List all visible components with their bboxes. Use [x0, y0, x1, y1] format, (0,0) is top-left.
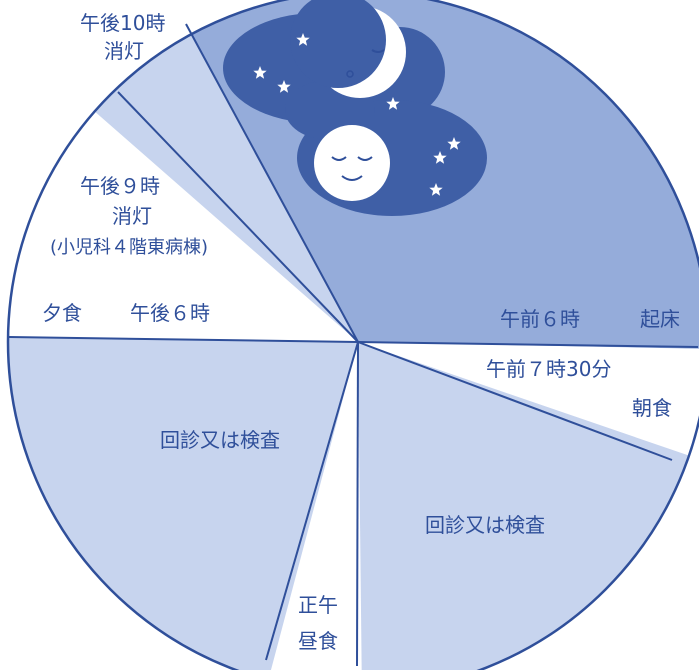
lights-out-10pm-label: 消灯: [104, 39, 144, 63]
sector-6pm-9pm-white: [8, 0, 358, 342]
wake-label: 起床: [640, 307, 680, 331]
star-icon: [253, 66, 267, 79]
star-icon: [296, 33, 310, 46]
breakfast-time: 午前７時30分: [486, 357, 611, 381]
clock-outline-circle: [6, 0, 699, 670]
noon-label: 正午: [298, 593, 338, 617]
star-icon: [447, 137, 461, 150]
star-icon: [429, 183, 443, 196]
sun-face-icon: [314, 125, 390, 201]
moon-face-icon: [290, 0, 406, 98]
lights-out-9pm-label: 消灯: [112, 204, 152, 228]
sector-breakfast-white: [358, 342, 699, 480]
star-icon: [433, 151, 447, 164]
sector-lunch-white: [263, 342, 362, 670]
star-icon: [253, 33, 461, 196]
dinner-time: 午後６時: [130, 301, 210, 325]
wake-time: 午前６時: [500, 307, 580, 331]
sector-divider-lines: [8, 23, 699, 667]
lights-out-9pm-ward: (小児科４階東病棟): [50, 237, 208, 258]
rounds-or-exam-left: 回診又は検査: [160, 428, 280, 452]
lights-out-10pm-time: 午後10時: [80, 11, 165, 35]
sector-9pm-10pm: [93, 24, 358, 342]
breakfast-label: 朝食: [632, 396, 672, 420]
lights-out-9pm-time: 午後９時: [80, 174, 160, 198]
dinner-label: 夕食: [42, 301, 82, 325]
lunch-label: 昼食: [298, 629, 338, 653]
star-icon: [386, 97, 400, 110]
rounds-or-exam-right: 回診又は検査: [425, 513, 545, 537]
star-icon: [277, 80, 291, 93]
